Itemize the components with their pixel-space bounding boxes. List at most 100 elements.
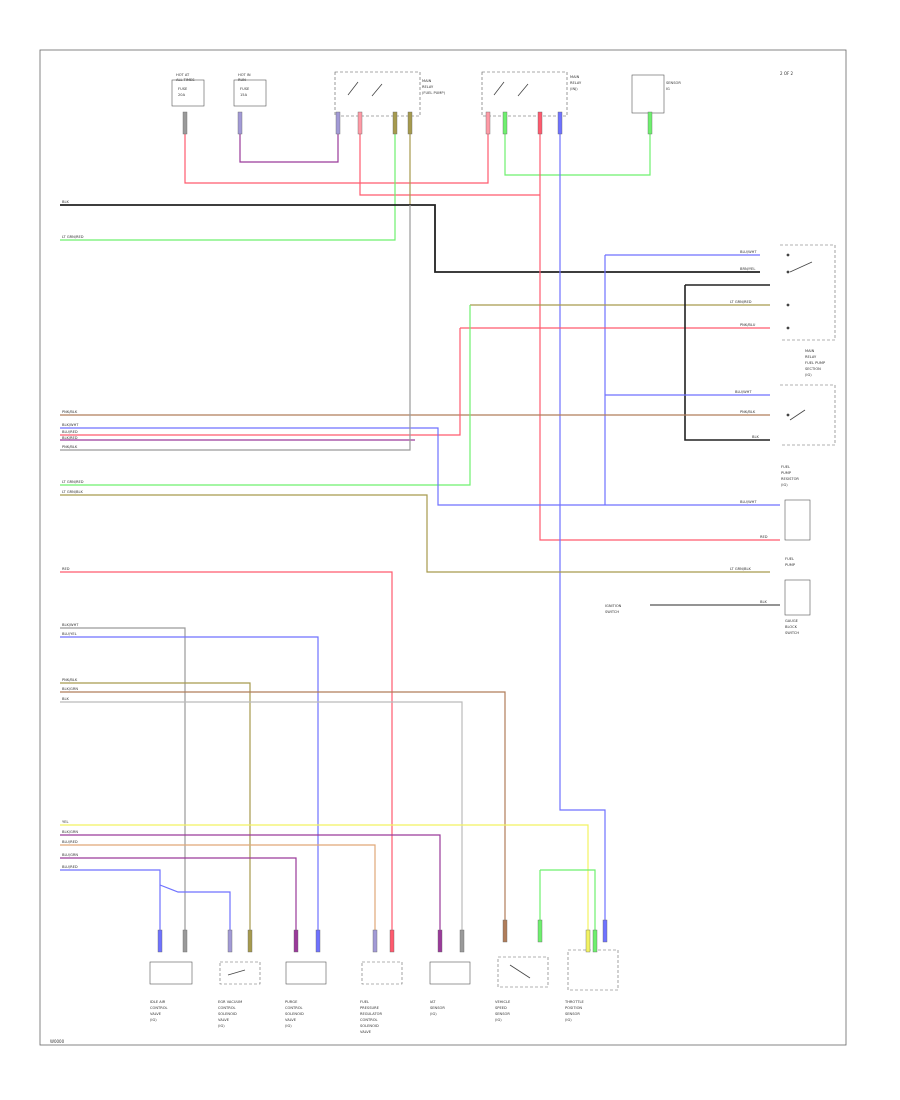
- fuse-box-1: HOT AT ALL TIMES FUSE 20A: [171, 73, 205, 107]
- svg-text:15A: 15A: [240, 93, 248, 97]
- connector-stub: [407, 111, 413, 135]
- svg-text:BLK/RED: BLK/RED: [62, 436, 78, 440]
- svg-text:VALVE: VALVE: [285, 1018, 297, 1022]
- svg-text:IG: IG: [666, 87, 670, 91]
- svg-text:BLK/WHT: BLK/WHT: [62, 623, 79, 627]
- svg-text:FUEL: FUEL: [785, 557, 794, 561]
- connector-stub: [157, 929, 163, 953]
- svg-text:CONTROL: CONTROL: [150, 1006, 168, 1010]
- svg-text:SENSOR: SENSOR: [495, 1012, 510, 1016]
- svg-text:REGULATOR: REGULATOR: [360, 1012, 382, 1016]
- top-wires: [60, 112, 651, 241]
- svg-text:PNK/BLK: PNK/BLK: [62, 678, 78, 682]
- svg-text:FUEL: FUEL: [781, 465, 790, 469]
- main-relay-2: MAIN RELAY (INJ): [481, 71, 582, 117]
- svg-text:MAIN: MAIN: [805, 349, 815, 353]
- right-wire-labels: BLU/WHT BRN/YEL LT GRN/RED PNK/BLU BLU/W…: [730, 250, 768, 604]
- svg-text:CONTROL: CONTROL: [285, 1006, 303, 1010]
- connector-stub: [557, 111, 563, 135]
- svg-text:YEL: YEL: [62, 820, 68, 824]
- svg-text:(IG): (IG): [218, 1024, 225, 1028]
- fpr-solenoid: FUEL PRESSURE REGULATOR CONTROL SOLENOID…: [360, 961, 403, 1034]
- svg-text:THROTTLE: THROTTLE: [564, 1000, 585, 1004]
- bottom-components: IDLE AIR CONTROL VALVE (IG) EGR VACUUM C…: [149, 949, 619, 1034]
- connector-stub: [602, 919, 608, 943]
- connector-stub: [647, 111, 653, 135]
- left-wire-labels: BLK LT GRN/RED PNK/BLK BLK/WHT BLU/RED B…: [62, 200, 84, 869]
- svg-text:BLK/GRN: BLK/GRN: [62, 687, 78, 691]
- svg-text:HOT AT: HOT AT: [176, 73, 190, 77]
- fuse-box-2: HOT IN RUN FUSE 15A: [233, 73, 267, 107]
- svg-text:LT GRN/RED: LT GRN/RED: [62, 235, 84, 239]
- svg-text:PNK/BLK: PNK/BLK: [62, 410, 78, 414]
- svg-text:SENSOR: SENSOR: [565, 1012, 580, 1016]
- svg-text:BLK: BLK: [62, 200, 69, 204]
- connector-stub: [459, 929, 465, 953]
- svg-text:CONTROL: CONTROL: [218, 1006, 236, 1010]
- svg-text:(IG): (IG): [495, 1018, 502, 1022]
- connector-stub: [585, 929, 591, 953]
- svg-text:MAIN: MAIN: [422, 79, 432, 83]
- svg-text:POSITION: POSITION: [565, 1006, 582, 1010]
- connector-stub: [437, 929, 443, 953]
- svg-text:SECTION: SECTION: [805, 367, 821, 371]
- svg-text:PUMP: PUMP: [781, 471, 792, 475]
- svg-text:HOT IN: HOT IN: [238, 73, 251, 77]
- svg-text:IAT: IAT: [430, 1000, 436, 1004]
- svg-text:BLK/WHT: BLK/WHT: [62, 423, 79, 427]
- ignition-switch-label: IGNITION SWITCH: [605, 604, 622, 614]
- fuel-pump: FUEL PUMP: [784, 557, 811, 616]
- egr-solenoid: EGR VACUUM CONTROL SOLENOID VALVE (IG): [218, 961, 261, 1028]
- svg-text:MAIN: MAIN: [570, 75, 580, 79]
- connector-stub: [485, 111, 491, 135]
- svg-text:(INJ): (INJ): [570, 87, 578, 91]
- svg-text:VALVE: VALVE: [360, 1030, 372, 1034]
- svg-text:BLK: BLK: [752, 435, 759, 439]
- svg-text:VALVE: VALVE: [218, 1018, 230, 1022]
- svg-text:LT GRN/RED: LT GRN/RED: [62, 480, 84, 484]
- iac-valve: IDLE AIR CONTROL VALVE (IG): [149, 961, 193, 1022]
- svg-text:BLK: BLK: [62, 697, 69, 701]
- page-reference: 2 OF 2: [780, 71, 794, 76]
- svg-text:LT GRN/RED: LT GRN/RED: [730, 300, 752, 304]
- svg-text:VALVE: VALVE: [150, 1012, 162, 1016]
- svg-text:IGNITION: IGNITION: [605, 604, 622, 608]
- connector-stub: [502, 919, 508, 943]
- svg-text:BLU/WHT: BLU/WHT: [740, 500, 757, 504]
- svg-text:BLU/RED: BLU/RED: [62, 865, 78, 869]
- iat-sensor: IAT SENSOR (IG): [429, 961, 471, 1016]
- svg-text:RESISTOR: RESISTOR: [781, 477, 799, 481]
- svg-text:BLU/YEL: BLU/YEL: [62, 632, 77, 636]
- connector-stub: [537, 111, 543, 135]
- connector-stub: [247, 929, 253, 953]
- connector-stub: [372, 929, 378, 953]
- svg-text:ALL TIMES: ALL TIMES: [176, 78, 195, 82]
- connector-stub: [389, 929, 395, 953]
- svg-text:FUEL PUMP: FUEL PUMP: [805, 361, 826, 365]
- svg-text:RELAY: RELAY: [570, 81, 582, 85]
- svg-text:BLK/GRN: BLK/GRN: [62, 830, 78, 834]
- svg-text:SENSOR: SENSOR: [430, 1006, 445, 1010]
- svg-text:LT GRN/BLK: LT GRN/BLK: [730, 567, 751, 571]
- svg-text:(IG): (IG): [430, 1012, 437, 1016]
- right-switch-2: [780, 384, 836, 446]
- svg-text:SWITCH: SWITCH: [605, 610, 619, 614]
- svg-text:FUSE: FUSE: [240, 87, 250, 91]
- gauge-block-label: GAUGE BLOCK SWITCH: [785, 619, 799, 635]
- svg-text:FUSE: FUSE: [178, 87, 188, 91]
- svg-text:SPEED: SPEED: [495, 1006, 507, 1010]
- connector-stub: [315, 929, 321, 953]
- svg-text:IDLE AIR: IDLE AIR: [150, 1000, 166, 1004]
- connector-stub: [592, 929, 598, 953]
- ig-sensor-box: SENSOR IG: [631, 74, 681, 114]
- svg-text:SOLENOID: SOLENOID: [218, 1012, 237, 1016]
- svg-text:BLK: BLK: [760, 600, 767, 604]
- svg-text:SOLENOID: SOLENOID: [285, 1012, 304, 1016]
- connector-stub: [227, 929, 233, 953]
- svg-text:BLU/WHT: BLU/WHT: [735, 390, 752, 394]
- svg-text:RED: RED: [760, 535, 768, 539]
- svg-text:BLU/WHT: BLU/WHT: [740, 250, 757, 254]
- svg-text:CONTROL: CONTROL: [360, 1018, 378, 1022]
- main-relay-1: MAIN RELAY (FUEL PUMP): [334, 71, 446, 117]
